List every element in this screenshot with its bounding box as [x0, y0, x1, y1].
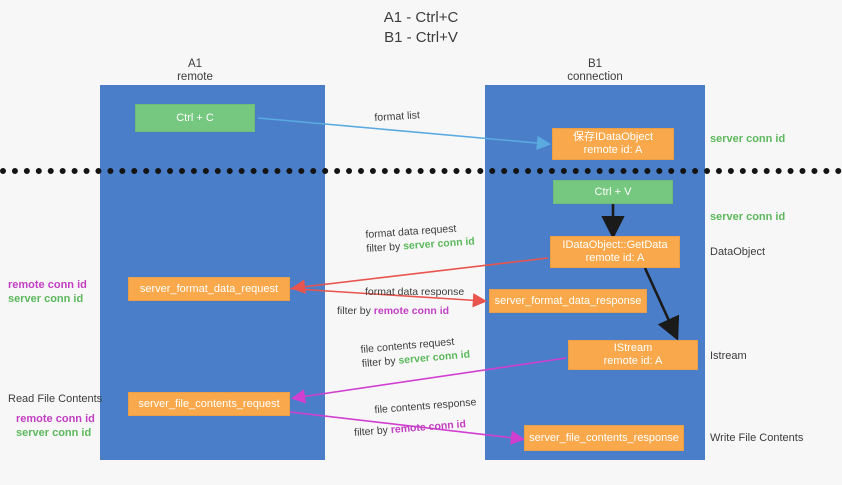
node-getdata[interactable]: IDataObject::GetData remote id: A	[550, 236, 680, 268]
column-a1-sub: remote	[177, 71, 213, 83]
filter-by-text-1: filter by	[366, 240, 404, 255]
annotation-format-data-response-filter: filter by remote conn id	[337, 304, 464, 318]
filter-by-text-3: filter by	[361, 354, 399, 370]
label-write-file-contents: Write File Contents	[710, 432, 804, 444]
title-line-2: B1 - Ctrl+V	[384, 29, 458, 46]
node-server-file-contents-response[interactable]: server_file_contents_response	[524, 425, 684, 451]
label-server-conn-id-top: server conn id	[710, 133, 786, 145]
annotation-format-data-response: format data response filter by remote co…	[337, 285, 464, 318]
label-istream: Istream	[710, 350, 747, 362]
node-ctrl-c[interactable]: Ctrl + C	[135, 104, 255, 132]
label-dataobject: DataObject	[710, 246, 766, 258]
filter-remote-conn-id-2: remote conn id	[390, 418, 467, 437]
label-read-file-contents: Read File Contents	[8, 393, 103, 405]
node-ctrl-v-label: Ctrl + V	[594, 185, 632, 198]
node-ctrl-v[interactable]: Ctrl + V	[553, 180, 673, 204]
node-save-idataobject-sub: remote id: A	[583, 144, 643, 156]
annotation-file-contents-response-text: file contents response	[374, 396, 477, 417]
annotation-format-list-text: format list	[374, 109, 421, 124]
annotation-file-contents-response-filter: filter by remote conn id	[354, 416, 479, 440]
node-server-file-contents-request-label: server_file_contents_request	[138, 397, 280, 410]
annotation-format-data-response-text: format data response	[365, 286, 465, 298]
node-istream-sub: remote id: A	[603, 355, 663, 367]
node-ctrl-c-label: Ctrl + C	[176, 111, 214, 124]
node-getdata-sub: remote id: A	[585, 252, 645, 264]
label-remote-conn-id-1: remote conn id	[8, 279, 87, 291]
node-istream[interactable]: IStream remote id: A	[568, 340, 698, 370]
filter-by-text-2: filter by	[337, 305, 374, 317]
filter-server-conn-id-1: server conn id	[402, 235, 476, 253]
label-server-conn-id-2: server conn id	[16, 427, 92, 439]
annotation-format-data-request: format data request filter by server con…	[365, 220, 475, 256]
label-server-conn-id-1: server conn id	[8, 293, 84, 305]
annotation-file-contents-response: file contents response filter by remote …	[352, 395, 479, 440]
node-istream-label: IStream	[613, 342, 653, 354]
node-server-format-data-response[interactable]: server_format_data_response	[489, 289, 647, 313]
label-remote-conn-id-2: remote conn id	[16, 413, 95, 425]
phase-divider	[0, 168, 842, 174]
column-b1-name: B1	[587, 58, 603, 70]
node-save-idataobject-label: 保存IDataObject	[572, 131, 654, 143]
node-server-format-data-response-label: server_format_data_response	[494, 294, 642, 307]
node-getdata-label: IDataObject::GetData	[562, 239, 668, 251]
node-save-idataobject[interactable]: 保存IDataObject remote id: A	[552, 128, 674, 160]
filter-by-text-4: filter by	[353, 424, 392, 439]
node-server-format-data-request-label: server_format_data_request	[139, 282, 279, 295]
column-b1-sub: connection	[567, 71, 623, 83]
filter-remote-conn-id-1: remote conn id	[373, 305, 450, 317]
diagram-title: A1 - Ctrl+C B1 - Ctrl+V	[0, 8, 842, 48]
label-server-conn-id-mid: server conn id	[710, 211, 786, 223]
node-server-file-contents-request[interactable]: server_file_contents_request	[128, 392, 290, 416]
annotation-format-list: format list	[374, 108, 420, 125]
title-line-1: A1 - Ctrl+C	[383, 9, 459, 26]
column-header-a1: A1 remote	[130, 58, 260, 84]
column-header-b1: B1 connection	[530, 58, 660, 84]
node-server-file-contents-response-label: server_file_contents_response	[529, 431, 679, 444]
annotation-file-contents-request: file contents request filter by server c…	[360, 334, 471, 371]
column-a1-name: A1	[187, 58, 203, 70]
node-server-format-data-request[interactable]: server_format_data_request	[128, 277, 290, 301]
